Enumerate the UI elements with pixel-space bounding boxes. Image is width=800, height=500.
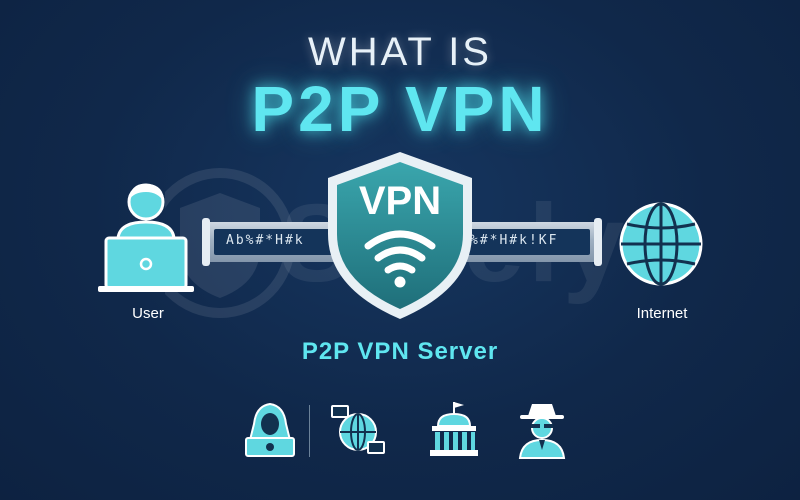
tunnel-left-cap (202, 218, 210, 266)
globe-icon (619, 202, 703, 286)
title-line-2: P2P VPN (251, 73, 549, 145)
spy-icon (518, 404, 566, 459)
internet-label: Internet (636, 305, 688, 322)
server-label: P2P VPN Server (301, 338, 499, 365)
user-laptop-icon (98, 183, 194, 292)
tunnel-right-cap (594, 218, 602, 266)
vpn-shield-icon: VPN (328, 152, 472, 319)
user-label: User (132, 305, 164, 322)
title-line-1: WHAT IS (308, 30, 492, 74)
icon-divider (309, 405, 310, 457)
cipher-text-right: %#*H#k!KF (470, 233, 559, 248)
shield-label: VPN (359, 179, 441, 223)
wifi-icon (364, 230, 436, 274)
hacker-icon (245, 402, 295, 457)
cipher-text-left: Ab%#*H#k (226, 233, 305, 248)
government-icon (430, 402, 478, 456)
network-icon (331, 405, 385, 454)
